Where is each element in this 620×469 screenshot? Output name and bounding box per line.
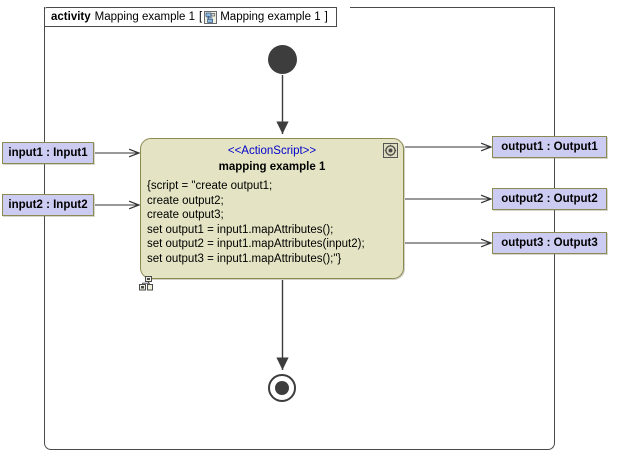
gear-icon[interactable] <box>383 143 398 158</box>
script-line: create output2; <box>147 194 224 207</box>
activity-frame <box>44 7 555 450</box>
output-pin-output2[interactable]: output2 : Output2 <box>492 188 607 210</box>
input-pin-input1[interactable]: input1 : Input1 <box>2 142 94 164</box>
pin-label: input2 : Input2 <box>8 199 88 211</box>
pin-label: output3 : Output3 <box>501 237 598 249</box>
output-pin-output1[interactable]: output1 : Output1 <box>492 136 607 158</box>
activity-final-node[interactable] <box>268 374 296 402</box>
frame-name: Mapping example 1 <box>94 11 196 23</box>
frame-bracket-open: [ <box>199 11 203 23</box>
pin-label: output2 : Output2 <box>501 193 598 205</box>
action-title: mapping example 1 <box>218 161 326 173</box>
pin-label: input1 : Input1 <box>8 147 88 159</box>
frame-inner-name: Mapping example 1 <box>220 11 321 23</box>
activity-frame-header: activity Mapping example 1 [ Mapping exa… <box>45 7 337 27</box>
structure-icon[interactable] <box>139 276 155 291</box>
script-line: {script = "create output1; <box>147 180 273 192</box>
pin-label: output1 : Output1 <box>501 141 598 153</box>
script-line: set output2 = input1.mapAttributes(input… <box>147 238 365 251</box>
activity-diagram-icon <box>204 10 218 24</box>
output-pin-output3[interactable]: output3 : Output3 <box>492 232 607 254</box>
frame-bracket-close: ] <box>324 11 328 23</box>
initial-node[interactable] <box>268 45 297 74</box>
input-pin-input2[interactable]: input2 : Input2 <box>2 194 94 216</box>
script-line: set output1 = input1.mapAttributes(); <box>147 223 334 236</box>
frame-top-edge <box>350 7 555 8</box>
action-script-body: {script = "create output1; create output… <box>147 179 403 267</box>
script-line: set output3 = input1.mapAttributes();"} <box>147 252 342 265</box>
action-stereotype: <<ActionScript>> <box>227 145 317 157</box>
script-line: create output3; <box>147 209 224 222</box>
action-node-mapping-example-1[interactable]: <<ActionScript>> mapping example 1 {scri… <box>139 138 404 291</box>
frame-keyword: activity <box>51 11 91 23</box>
